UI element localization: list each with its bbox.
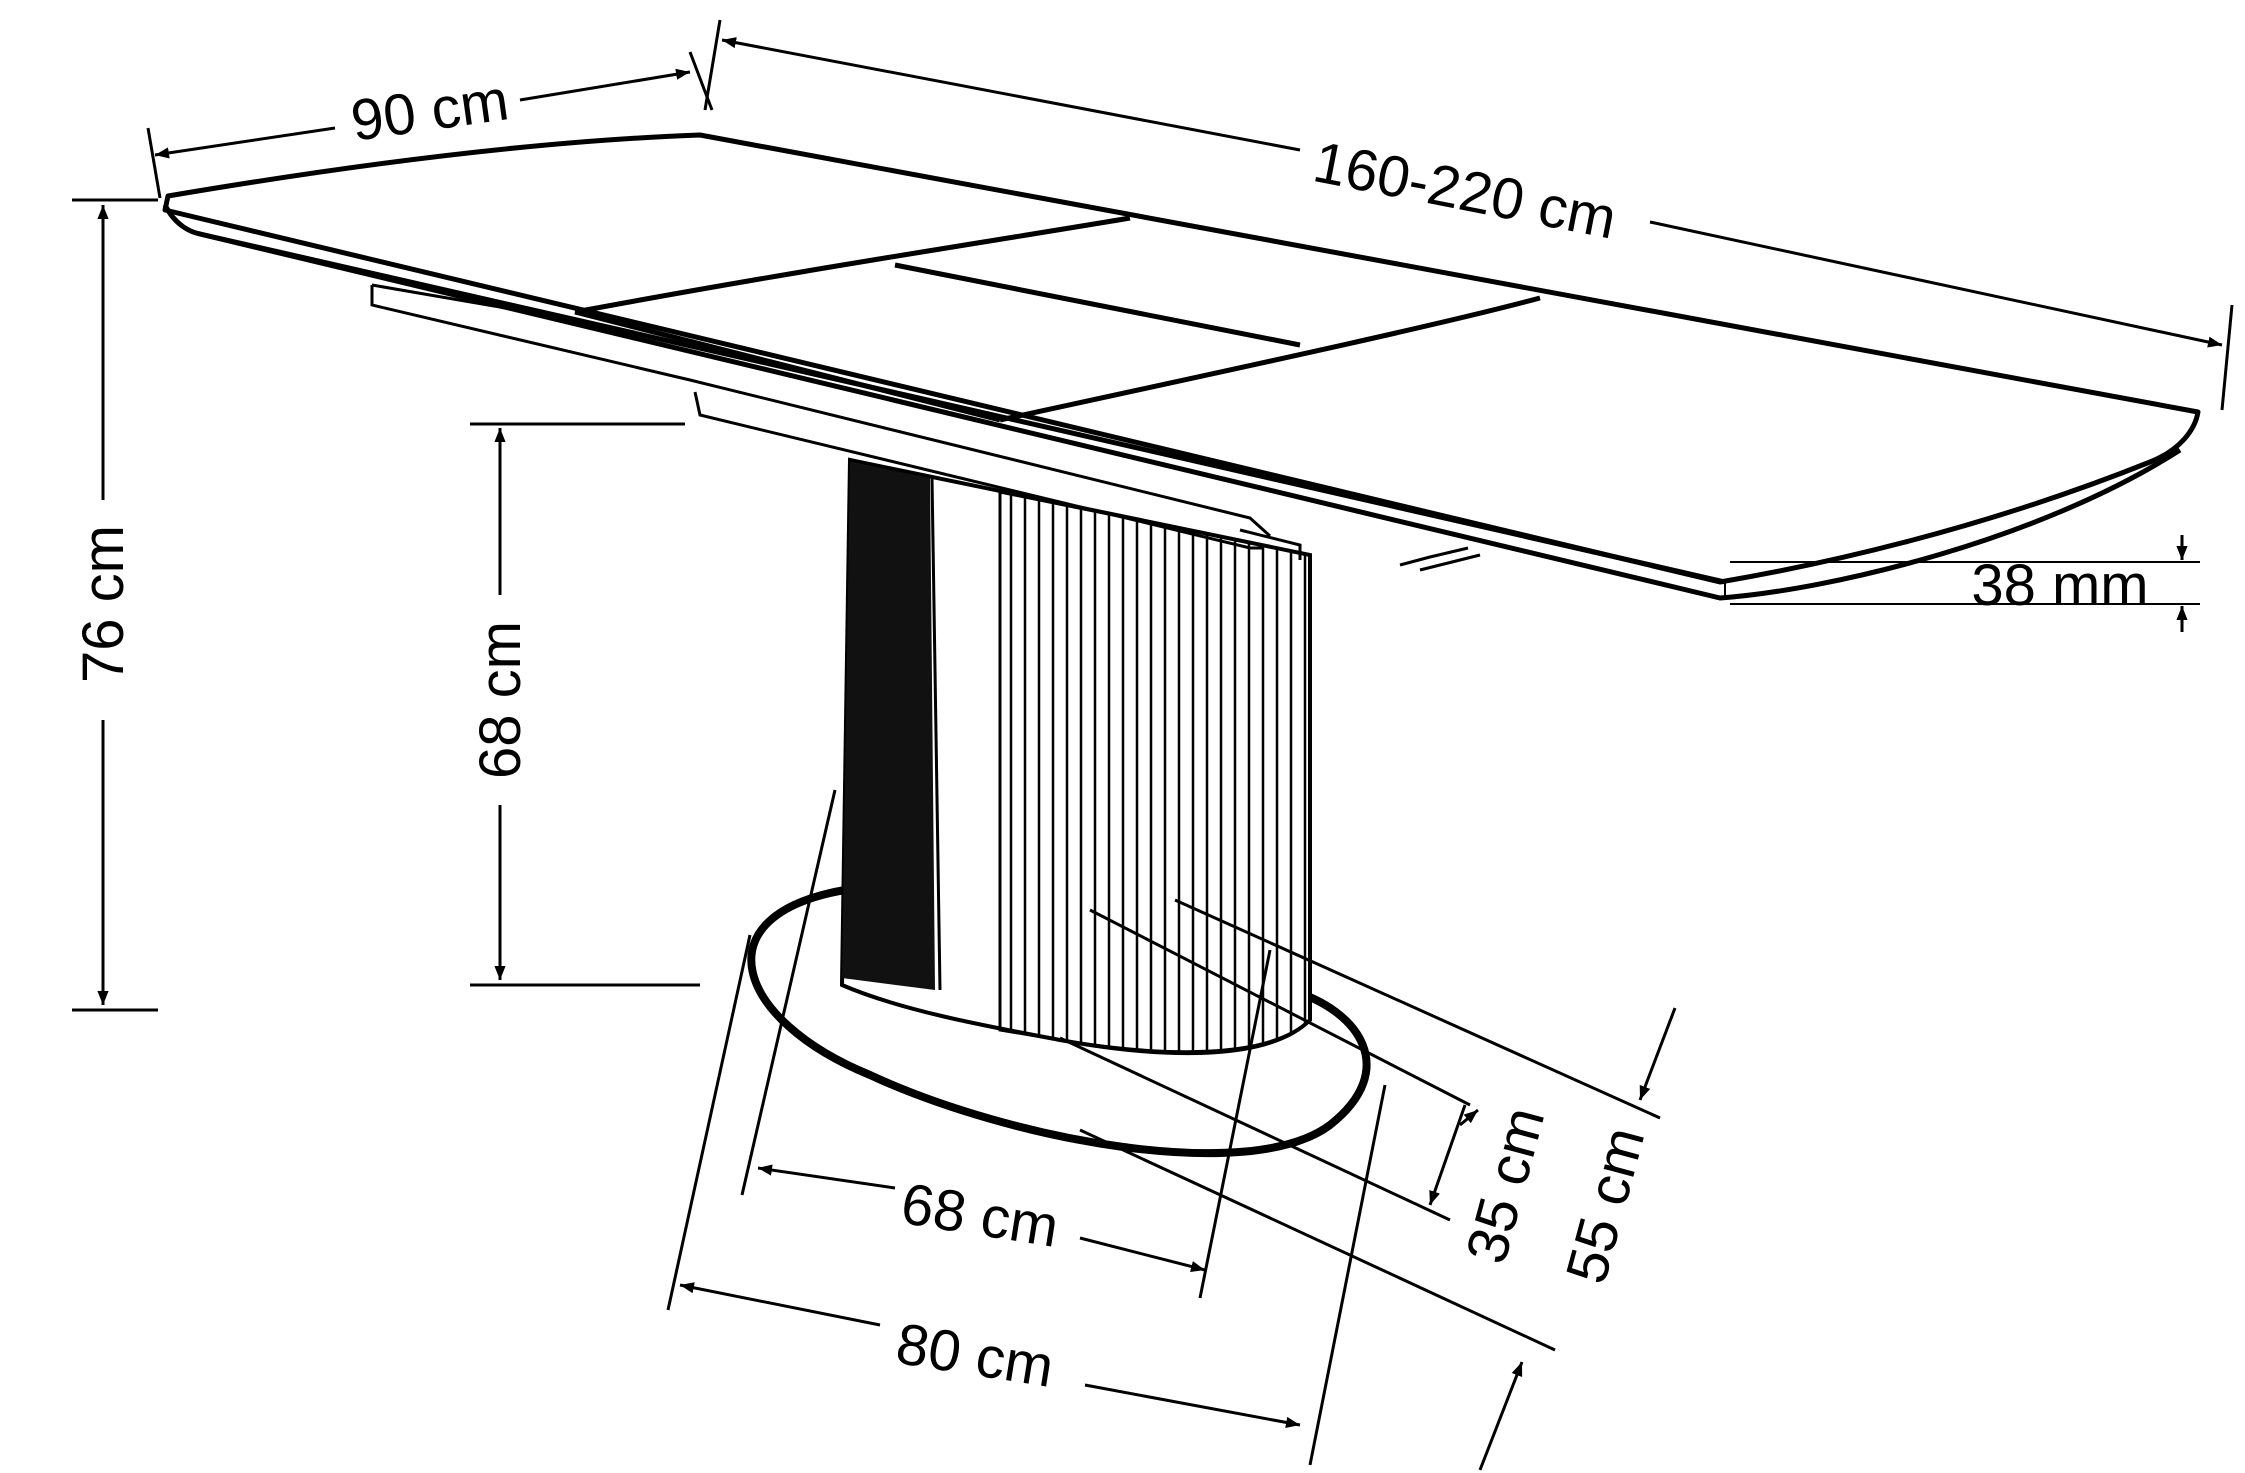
dim-height: 76 cm [71,198,158,1012]
dim-top-thickness-label: 38 mm [1971,553,2148,618]
base-plate [747,886,1371,1158]
dim-depth-label: 90 cm [347,67,512,153]
table-illustration [162,132,2201,1158]
dim-height-label: 76 cm [71,525,136,683]
dim-top-thickness: 38 mm [1730,535,2200,632]
table-top [162,132,2201,601]
dim-length-label: 160-220 cm [1308,129,1621,251]
dim-base-outer-width-label: 80 cm [892,1311,1058,1400]
dim-column-height-label: 68 cm [468,621,533,779]
dim-column-height: 68 cm [468,422,700,987]
dim-base-outer-depth-label: 55 cm [1554,1120,1658,1289]
dim-base-inner-depth-label: 35 cm [1454,1100,1558,1269]
pedestal-column [839,457,1312,1056]
dim-base-inner-width-label: 68 cm [897,1171,1063,1260]
